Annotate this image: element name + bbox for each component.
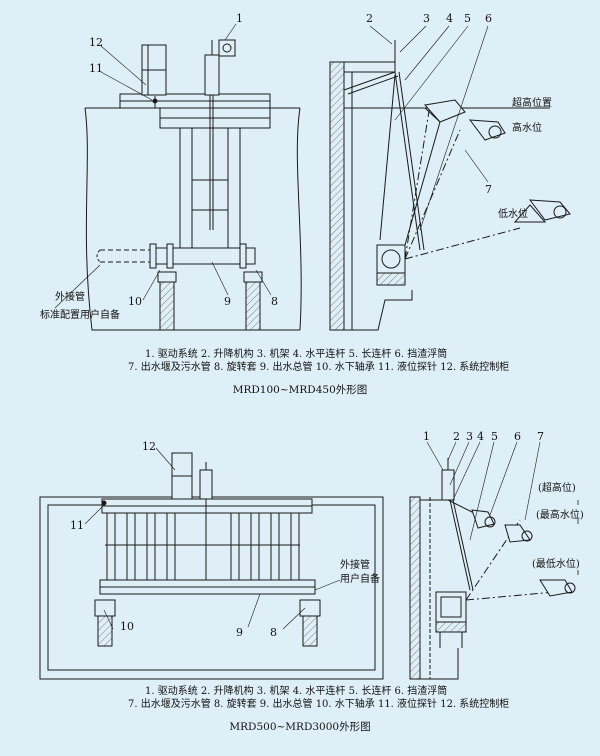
callout-12: 12: [142, 440, 156, 453]
top-side-view: [329, 25, 571, 331]
high-level-label: 高水位: [512, 121, 542, 134]
bottom-title: MRD500~MRD3000外形图: [229, 721, 370, 733]
top-front-view: [54, 23, 302, 331]
callout-4: 4: [477, 430, 484, 443]
callout-3: 3: [423, 12, 430, 25]
bottom-side-view: [409, 441, 579, 680]
callout-5: 5: [491, 430, 498, 443]
high-level-label: (最高水位): [536, 508, 584, 521]
callout-6: 6: [514, 430, 521, 443]
callout-10: 10: [128, 295, 142, 308]
callout-3: 3: [466, 430, 473, 443]
user-supplied-label: 用户自备: [340, 572, 380, 585]
low-level-label: 低水位: [498, 207, 528, 220]
callout-8: 8: [271, 295, 278, 308]
callout-11: 11: [89, 62, 103, 75]
callout-12: 12: [89, 36, 103, 49]
callout-9: 9: [236, 626, 243, 639]
callout-8: 8: [270, 626, 277, 639]
callout-9: 9: [224, 295, 231, 308]
top-labels: 外接管 标准配置用户自备 超高位置 高水位 低水位: [40, 96, 552, 321]
super-high-label: 超高位置: [512, 96, 552, 109]
bottom-front-view: [39, 447, 384, 680]
bottom-labels: 外接管 用户自备 (超高位) (最高水位) (最低水位): [340, 481, 584, 585]
callout-11: 11: [70, 519, 84, 532]
user-supplied-label: 标准配置用户自备: [40, 308, 120, 321]
callout-7: 7: [537, 430, 544, 443]
callout-2: 2: [366, 12, 373, 25]
super-high-label: (超高位): [538, 481, 576, 494]
low-level-label: (最低水位): [532, 557, 580, 570]
callout-7: 7: [485, 183, 492, 196]
bottom-legend-line-2: 7. 出水堰及污水管 8. 旋转套 9. 出水总管 10. 水下轴承 11. 液…: [128, 697, 509, 710]
top-legend-line-2: 7. 出水堰及污水管 8. 旋转套 9. 出水总管 10. 水下轴承 11. 液…: [128, 360, 509, 373]
outer-pipe-label: 外接管: [340, 558, 370, 571]
top-callouts: 1 2 3 4 5 6 7 8 9 10 11 12: [89, 12, 492, 308]
top-title: MRD100~MRD450外形图: [233, 384, 368, 396]
callout-10: 10: [120, 620, 134, 633]
callout-2: 2: [453, 430, 460, 443]
outer-pipe-label: 外接管: [55, 290, 85, 303]
top-legend-line-1: 1. 驱动系统 2. 升降机构 3. 机架 4. 水平连杆 5. 长连杆 6. …: [145, 347, 447, 360]
callout-6: 6: [485, 12, 492, 25]
callout-5: 5: [464, 12, 471, 25]
callout-1: 1: [236, 12, 243, 25]
callout-1: 1: [423, 430, 430, 443]
bottom-callouts: 1 2 3 4 5 6 7 8 9 10 11 12: [70, 430, 544, 639]
callout-4: 4: [446, 12, 453, 25]
bottom-legend-line-1: 1. 驱动系统 2. 升降机构 3. 机架 4. 水平连杆 5. 长连杆 6. …: [145, 684, 447, 697]
